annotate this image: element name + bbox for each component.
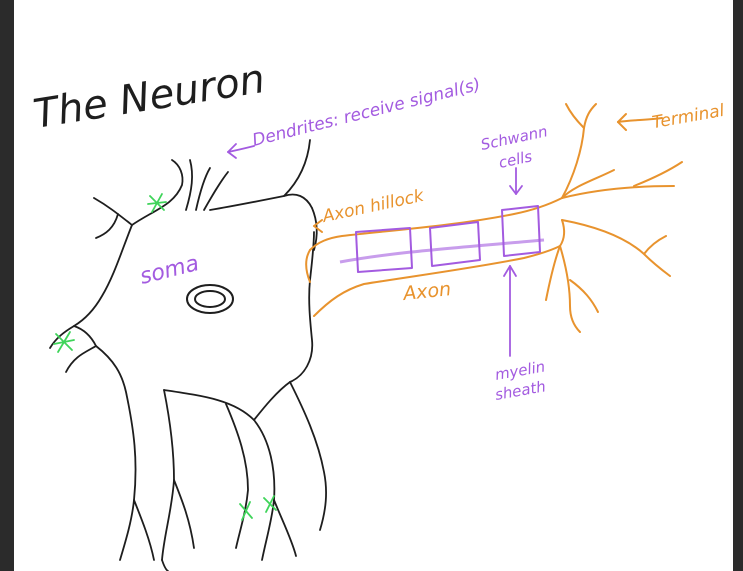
soma-outline xyxy=(50,140,326,571)
label-axon-hillock: Axon hillock xyxy=(320,186,427,227)
nucleus xyxy=(187,285,233,313)
label-soma: soma xyxy=(137,251,201,290)
label-schwann-line1: Schwann xyxy=(479,122,549,154)
label-axon: Axon xyxy=(400,278,452,305)
label-schwann-line2: cells xyxy=(497,147,534,172)
neuron-diagram: The Neuron xyxy=(14,0,733,571)
synapse-marks xyxy=(54,194,276,520)
purple-arrows xyxy=(228,144,522,356)
label-terminal: Terminal xyxy=(651,101,727,133)
diagram-title: The Neuron xyxy=(30,56,268,138)
label-dendrites: Dendrites: receive signal(s) xyxy=(250,75,482,151)
drawing-canvas: The Neuron xyxy=(14,0,733,571)
